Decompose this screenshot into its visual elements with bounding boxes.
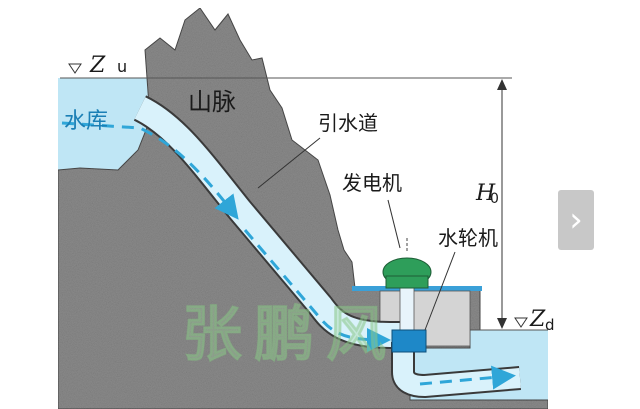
reservoir-water [58,78,150,170]
upstream-level-marker [68,63,82,74]
flow-arrow-lower [243,229,391,352]
head-arrow-top [497,79,507,90]
head-symbol: H [475,181,496,206]
penstock-label: 引水道 [318,111,378,135]
mountain-label: 山脉 [188,88,236,116]
downstream-level-subscript: d [545,316,555,334]
downstream-level-symbol: Z [529,307,546,332]
reservoir-label: 水库 [64,109,108,134]
next-image-button[interactable]: › [558,190,594,250]
penstock-leader-line [257,137,321,189]
generator-leader-line [387,199,401,249]
turbine-leader-line [424,251,456,331]
flow-arrow-outlet [419,365,516,390]
penstock-pipe-inner [134,97,410,347]
chevron-right-icon: › [569,200,583,240]
draft-tube-inner [393,342,521,397]
generator-base [385,275,429,289]
upstream-level-subscript: u [117,57,127,76]
turbine-label: 水轮机 [438,226,498,250]
head-subscript: 0 [490,191,499,207]
turbine-shaft [399,284,415,334]
flow-arrow-upper [61,121,239,220]
turbine [391,329,427,353]
upstream-level-symbol: Z [89,53,106,78]
downstream-level-marker [514,317,528,328]
generator-label: 发电机 [342,171,402,195]
watermark: 张鹏风 [182,300,398,370]
head-arrow-bottom [497,318,507,329]
